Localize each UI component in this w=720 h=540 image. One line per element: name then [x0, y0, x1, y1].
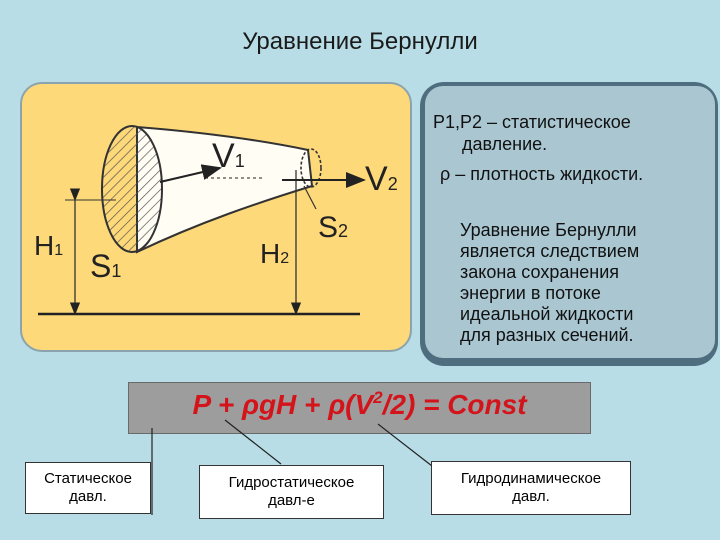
v1-arrow	[159, 164, 222, 183]
v1-label: V1	[212, 137, 245, 175]
section-s1	[101, 125, 163, 253]
info-paragraph-line: идеальной жидкости	[460, 304, 634, 324]
section-s2	[300, 148, 322, 188]
bernoulli-formula: P + ρgH + ρ(V2/2) = Const	[192, 388, 527, 420]
info-paragraph-line: Уравнение Бернулли	[460, 220, 637, 240]
info-pressure-line-2: давление.	[462, 134, 548, 154]
info-paragraph-line: закона сохранения	[460, 262, 620, 282]
pipe-body	[136, 125, 314, 254]
info-panel-inner	[425, 86, 715, 358]
info-paragraph: Уравнение Бернулли является следствием з…	[460, 220, 639, 346]
h2-label: H2	[260, 238, 290, 269]
info-paragraph-line: для разных сечений.	[460, 325, 634, 345]
slide-title: Уравнение Бернулли	[242, 28, 478, 55]
formula-bar	[128, 382, 591, 434]
s2-label: S2	[318, 211, 349, 244]
h1-label: H1	[34, 230, 64, 261]
info-pressure-line: P1,P2 – статистическое	[433, 112, 631, 132]
s1-label: S1	[90, 248, 122, 284]
pipe-flow-diagram	[38, 125, 366, 316]
info-paragraph-line: энергии в потоке	[460, 283, 601, 303]
info-paragraph-line: является следствием	[460, 241, 640, 261]
info-density-line: ρ – плотность жидкости.	[440, 164, 644, 184]
v2-label: V2	[365, 160, 398, 198]
